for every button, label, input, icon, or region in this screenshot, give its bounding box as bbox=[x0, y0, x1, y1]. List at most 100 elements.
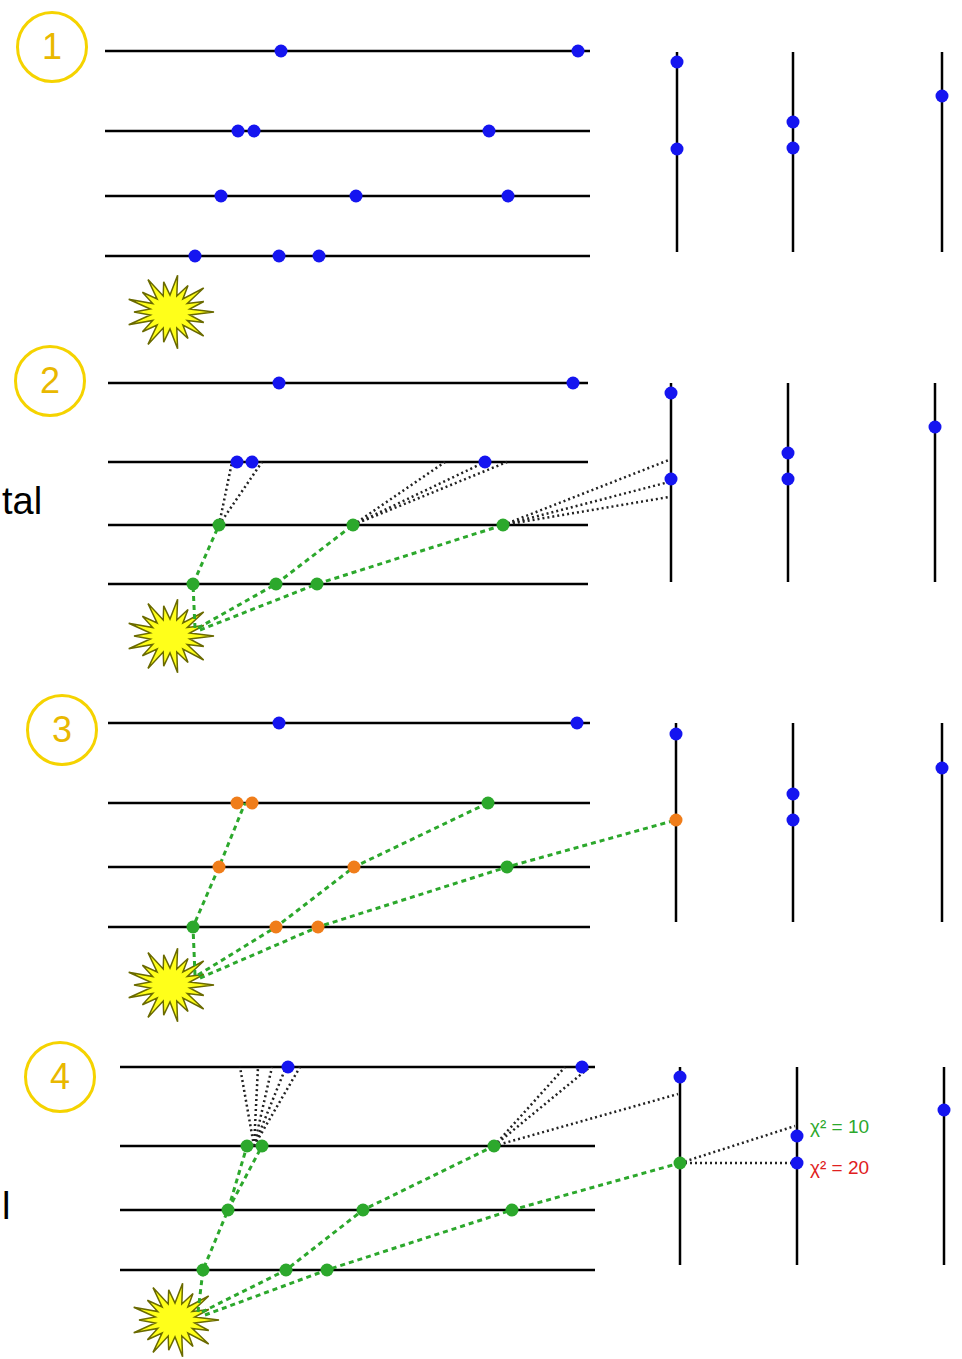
hit-dot bbox=[187, 578, 200, 591]
hit-dot bbox=[232, 125, 245, 138]
search-window bbox=[494, 1067, 565, 1146]
hit-dot bbox=[282, 1061, 295, 1074]
search-window bbox=[494, 1067, 590, 1146]
step-number: 4 bbox=[50, 1059, 70, 1095]
step-circle: 2 bbox=[14, 345, 86, 417]
hit-dot bbox=[213, 861, 226, 874]
propagated-track bbox=[198, 1146, 247, 1312]
search-window bbox=[680, 1126, 795, 1163]
hit-dot bbox=[665, 387, 678, 400]
cut-text: l bbox=[2, 1187, 10, 1225]
search-window bbox=[503, 497, 669, 525]
hit-dot bbox=[222, 1204, 235, 1217]
collision-star bbox=[134, 1283, 219, 1357]
search-window bbox=[219, 462, 262, 525]
cut-text: tal bbox=[2, 482, 42, 520]
search-window bbox=[254, 1067, 300, 1146]
detector-layer bbox=[108, 722, 590, 725]
search-window bbox=[240, 1067, 254, 1146]
propagated-track bbox=[205, 1163, 680, 1315]
step-number: 1 bbox=[42, 29, 62, 65]
hit-dot bbox=[665, 473, 678, 486]
hit-dot bbox=[273, 377, 286, 390]
search-window bbox=[353, 462, 507, 525]
hit-dot bbox=[791, 1130, 804, 1143]
detector-layer bbox=[108, 583, 588, 586]
collision-star bbox=[129, 948, 214, 1022]
step-number: 3 bbox=[52, 712, 72, 748]
hit-dot bbox=[938, 1104, 951, 1117]
detector-layer bbox=[120, 1066, 595, 1069]
detector-layer bbox=[105, 195, 590, 198]
step-circle: 1 bbox=[16, 11, 88, 83]
hit-dot bbox=[231, 797, 244, 810]
detector-layer bbox=[108, 926, 590, 929]
search-window bbox=[254, 1067, 286, 1146]
hit-dot bbox=[488, 1140, 501, 1153]
hit-dot bbox=[270, 921, 283, 934]
hit-dot bbox=[215, 190, 228, 203]
seed-track bbox=[193, 525, 219, 628]
hit-dot bbox=[348, 861, 361, 874]
hit-dot bbox=[571, 717, 584, 730]
hit-dot bbox=[357, 1204, 370, 1217]
hit-dot bbox=[312, 921, 325, 934]
hit-dot bbox=[929, 421, 942, 434]
hit-dot bbox=[246, 797, 259, 810]
hit-dot bbox=[321, 1264, 334, 1277]
hit-dot bbox=[791, 1157, 804, 1170]
detector-layer bbox=[941, 723, 944, 922]
hit-dot bbox=[567, 377, 580, 390]
search-window bbox=[680, 1162, 795, 1165]
hit-dot bbox=[782, 447, 795, 460]
step-number: 2 bbox=[40, 363, 60, 399]
hit-dot bbox=[275, 45, 288, 58]
search-window bbox=[254, 1067, 272, 1146]
hit-dot bbox=[483, 125, 496, 138]
hit-dot bbox=[671, 143, 684, 156]
hit-dot bbox=[273, 717, 286, 730]
hit-dot bbox=[313, 250, 326, 263]
hit-dot bbox=[572, 45, 585, 58]
hit-dot bbox=[936, 90, 949, 103]
hit-dot bbox=[936, 762, 949, 775]
hit-dot bbox=[670, 814, 683, 827]
detector-layer bbox=[108, 461, 588, 464]
seed-track bbox=[200, 525, 503, 630]
hit-dot bbox=[497, 519, 510, 532]
search-window bbox=[503, 482, 669, 525]
step-circle: 3 bbox=[26, 694, 98, 766]
hit-dot bbox=[248, 125, 261, 138]
hit-dot bbox=[231, 456, 244, 469]
seed-track bbox=[198, 525, 353, 628]
detector-layer bbox=[120, 1145, 595, 1148]
hit-dot bbox=[576, 1061, 589, 1074]
hit-dot bbox=[671, 56, 684, 69]
hit-dot bbox=[501, 861, 514, 874]
hit-dot bbox=[674, 1157, 687, 1170]
detector-layer bbox=[105, 255, 590, 258]
hit-dot bbox=[246, 456, 259, 469]
collision-star bbox=[129, 599, 214, 673]
hit-dot bbox=[506, 1204, 519, 1217]
detector-layer bbox=[108, 802, 590, 805]
hit-dot bbox=[787, 116, 800, 129]
hit-dot bbox=[189, 250, 202, 263]
detector-layer bbox=[120, 1269, 595, 1272]
detector-layer bbox=[943, 1067, 946, 1265]
chi2-value: χ² = 20 bbox=[810, 1158, 869, 1177]
hit-dot bbox=[782, 473, 795, 486]
hit-dot bbox=[270, 578, 283, 591]
detector-layer bbox=[105, 50, 590, 53]
hit-dot bbox=[482, 797, 495, 810]
track-candidate bbox=[200, 820, 676, 978]
hit-dot bbox=[187, 921, 200, 934]
hit-dot bbox=[197, 1264, 210, 1277]
propagated-track bbox=[202, 1146, 494, 1312]
collision-star bbox=[129, 275, 214, 349]
hit-dot bbox=[479, 456, 492, 469]
detector-layer bbox=[105, 130, 590, 133]
hit-dot bbox=[670, 728, 683, 741]
search-window bbox=[503, 460, 669, 525]
